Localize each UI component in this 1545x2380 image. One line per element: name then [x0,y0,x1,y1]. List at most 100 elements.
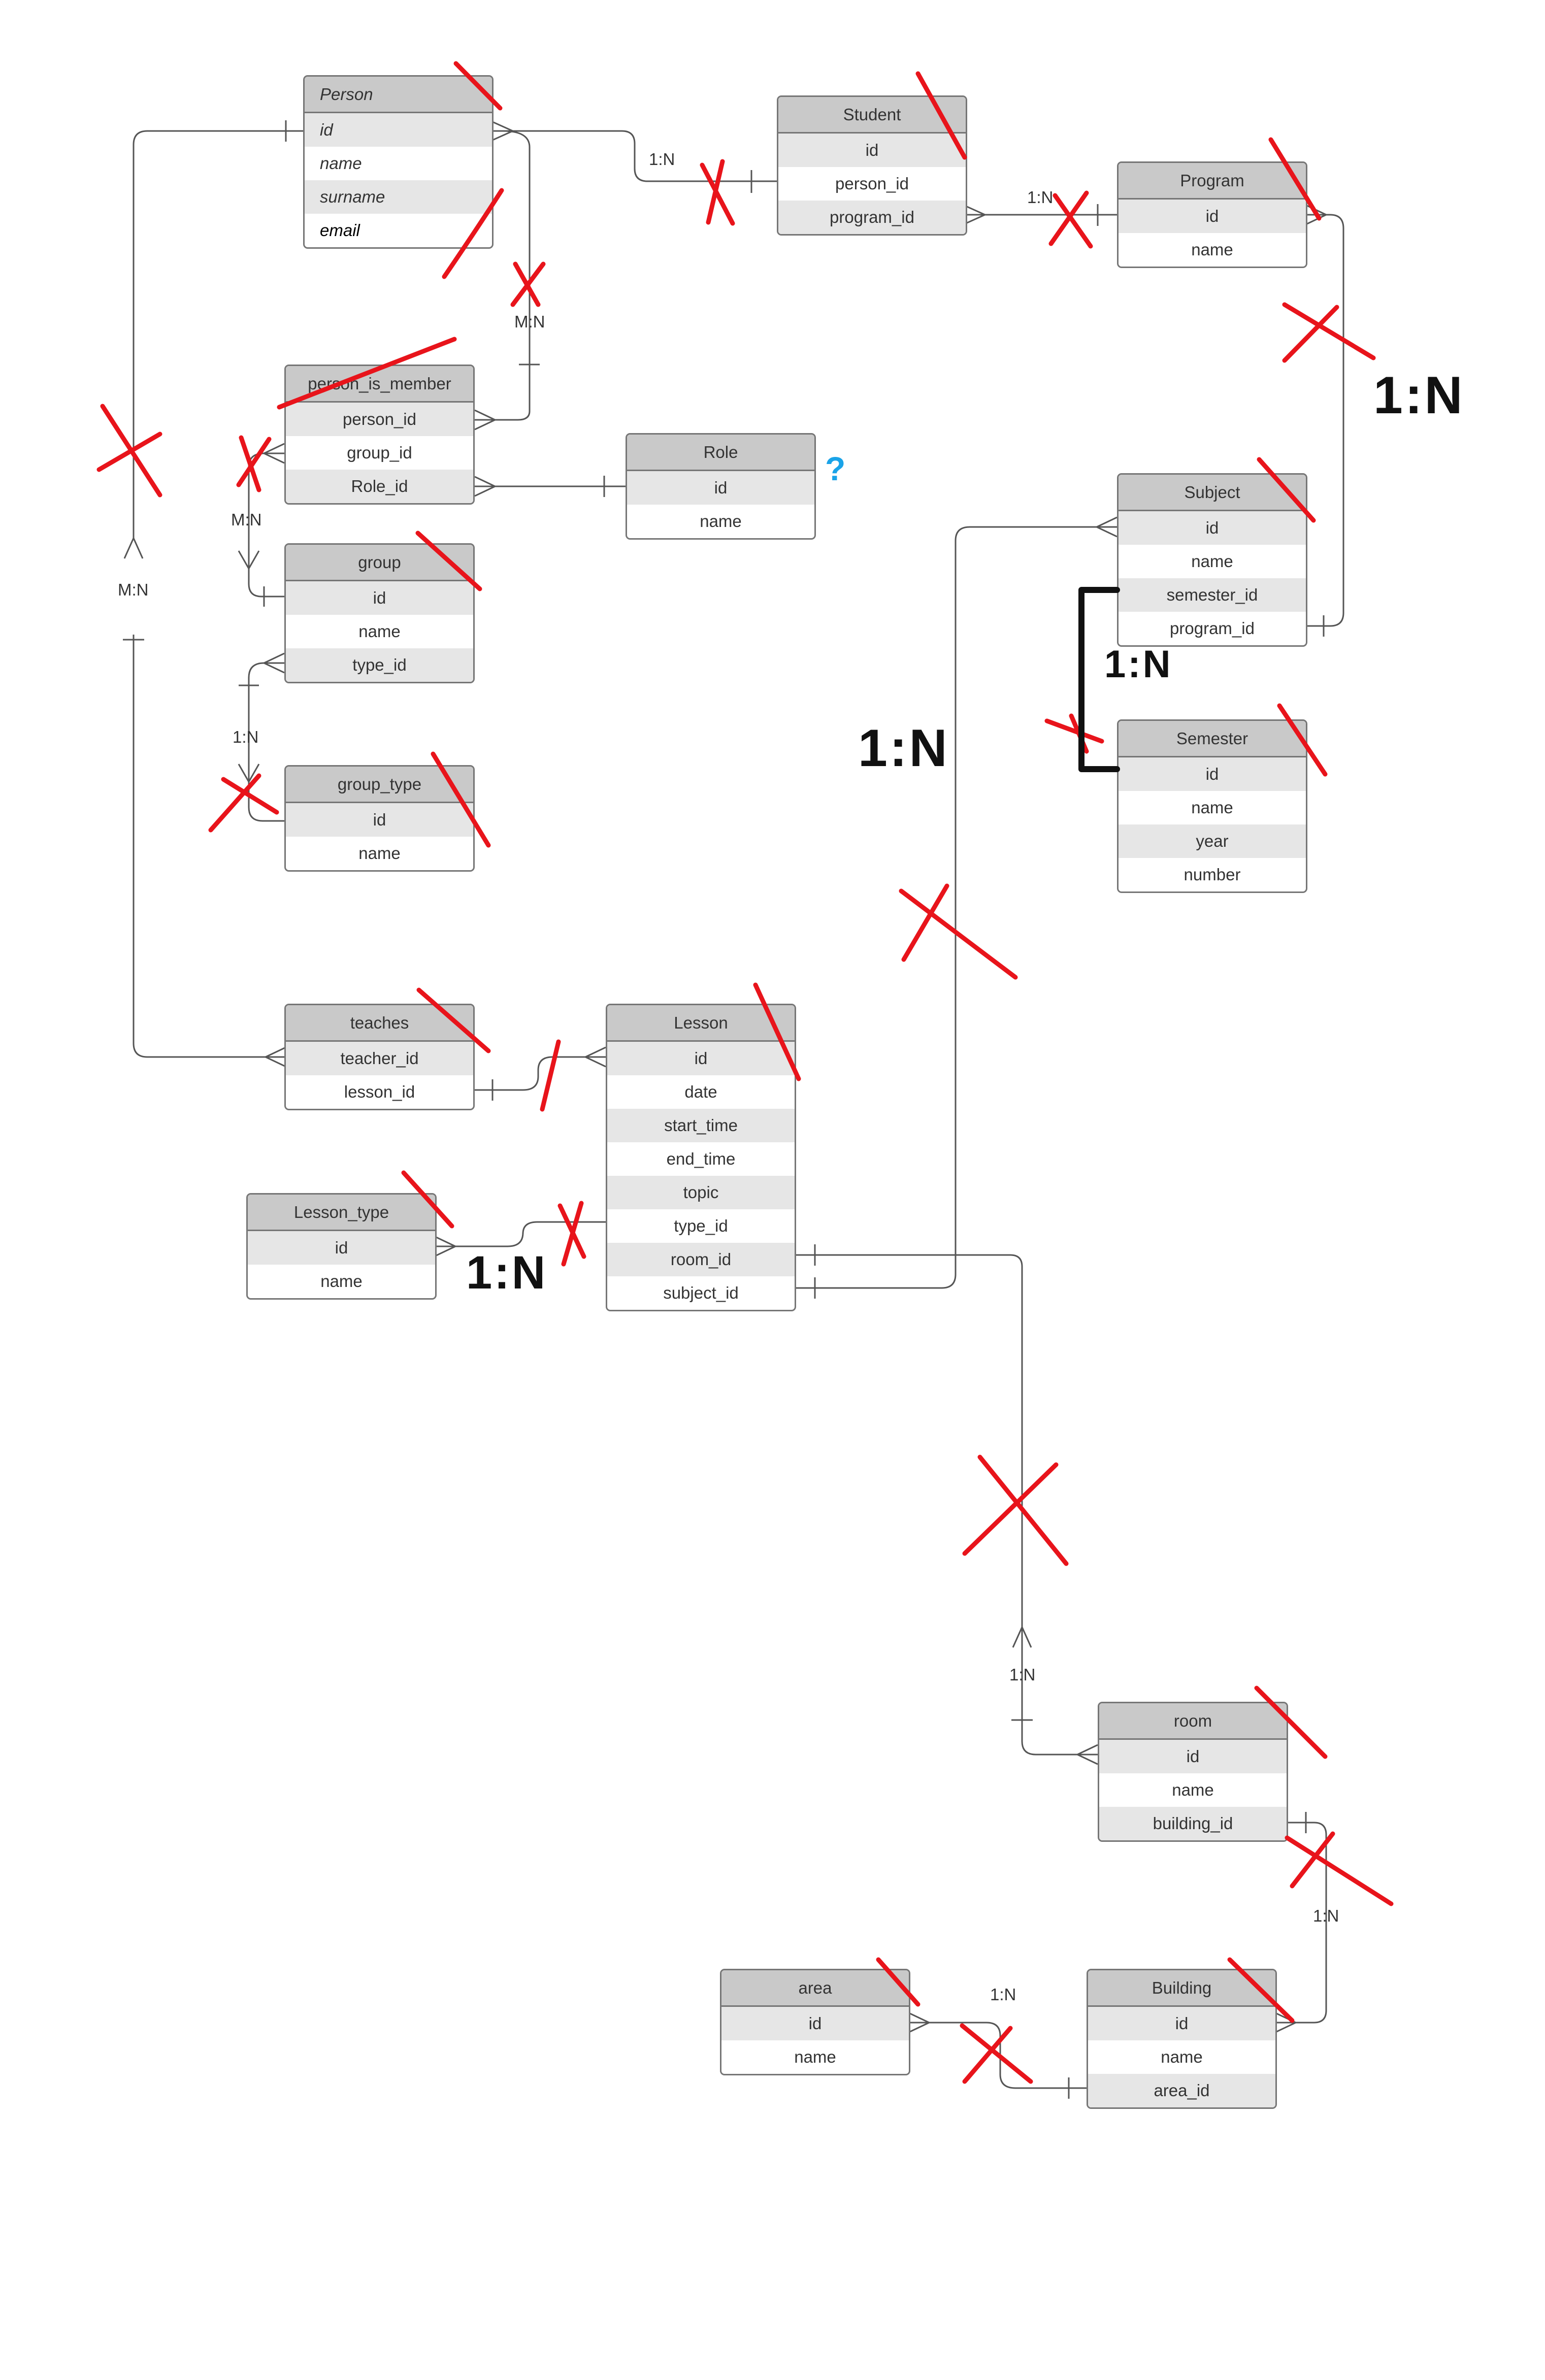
hand-label-subject-semester: 1:N [1104,643,1173,686]
field-row: name [1191,240,1233,259]
rel-label-member-group: M:N [231,510,262,529]
field-row: id [1119,757,1306,791]
rel-label-person-teaches: M:N [118,580,149,599]
strike-room-header [1254,1685,1328,1759]
entity-lesson-type[interactable]: Lesson_type id name [246,1193,437,1300]
entity-title: Program [1119,163,1306,200]
link-room-building [1275,1822,1327,2024]
entity-room[interactable]: room id name building_id [1098,1702,1288,1842]
field-row: id [721,2007,909,2040]
field-row: number [1184,865,1241,884]
hand-label-program-subject: 1:N [1373,366,1465,425]
entity-building[interactable]: Building id name area_id [1087,1969,1277,2109]
strike-area-header [876,1957,921,2007]
field-row: type_id [286,648,473,682]
field-row: name [1172,1780,1214,1799]
entity-title: room [1099,1703,1287,1740]
field-row: program_id [778,201,966,234]
x-mark [208,773,279,833]
rel-label-person-member: M:N [514,312,545,331]
link-lesson-room [795,1254,1098,1756]
field-row: id [286,803,473,837]
field-row: id [1088,2007,1275,2040]
entity-teaches[interactable]: teaches teacher_id lesson_id [284,1004,475,1110]
field-row: id [286,581,473,615]
link-person-teaches [133,130,303,538]
field-row: subject_id [663,1283,739,1302]
field-row: group_id [347,443,412,462]
link-lesson-subject [795,526,1117,1289]
x-mark [1282,302,1376,363]
entity-title: teaches [286,1005,473,1042]
hand-label-lesson-type: 1:N [466,1247,548,1299]
field-row: year [1119,824,1306,858]
field-row: date [684,1082,717,1101]
entity-title: Role [627,435,814,471]
field-row: id [607,1042,795,1075]
link-group-grouptype [248,662,284,822]
field-row: name [320,154,362,173]
entity-person[interactable]: Person id name surname email [303,75,494,249]
x-mark [960,2023,1033,2084]
rel-label-building-area: 1:N [990,1985,1016,2004]
field-row: name [700,512,742,531]
entity-title: Semester [1119,721,1306,757]
strike-program-header [1268,137,1322,221]
entity-area[interactable]: area id name [720,1969,910,2075]
field-row: id [1119,200,1306,233]
field-row: name [794,2047,836,2066]
field-row: name [358,622,401,641]
field-row: person_id [835,174,909,193]
rel-label-room-lesson: 1:N [1009,1665,1036,1684]
field-row: end_time [666,1149,736,1168]
field-row: name [320,1272,363,1291]
field-row: type_id [674,1216,728,1235]
field-row: surname [305,180,492,214]
field-row: id [778,134,966,167]
field-row: semester_id [1119,578,1306,612]
field-row: name [1191,552,1233,571]
x-mark [899,883,1018,980]
strike-lessontype-header [401,1170,454,1229]
field-row: person_id [286,403,473,436]
entity-title: Person [305,77,492,113]
entity-person-is-member[interactable]: person_is_member person_id group_id Role… [284,365,475,505]
entity-lesson[interactable]: Lesson id date start_time end_time topic… [606,1004,796,1311]
link-teaches-spine [133,635,286,1058]
link-program-subject [1306,214,1344,627]
entity-semester[interactable]: Semester id name year number [1117,719,1307,893]
entity-program[interactable]: Program id name [1117,161,1307,268]
x-mark [557,1201,586,1267]
strike-teaches-header [416,987,491,1053]
field-row: program_id [1170,619,1255,638]
field-row: id [248,1231,435,1265]
entity-group[interactable]: group id name type_id [284,543,475,683]
x-mark [1048,190,1093,249]
entity-title: person_is_member [286,366,473,403]
entity-title: Lesson [607,1005,795,1042]
entity-student[interactable]: Student id person_id program_id [777,95,967,236]
field-row: lesson_id [344,1082,415,1101]
strike-lesson-header [753,982,801,1081]
link-person-student [492,130,777,182]
strike-semester-header [1277,703,1328,777]
x-mark [540,1039,561,1112]
strike-building-header [1227,1957,1295,2023]
field-row: id [305,113,492,147]
x-mark [1285,1831,1394,1906]
entity-role[interactable]: Role id name [626,433,816,540]
field-row: building_id [1099,1807,1287,1840]
rel-label-room-building: 1:N [1313,1906,1339,1925]
entity-subject[interactable]: Subject id name semester_id program_id [1117,473,1307,647]
entity-title: group [286,545,473,581]
strike-subject-header [1257,457,1316,523]
field-row: Role_id [286,470,473,503]
field-row: teacher_id [286,1042,473,1075]
bracket-subject-semester [1078,587,1120,772]
x-mark [236,435,272,492]
x-mark [962,1455,1069,1566]
x-mark [96,404,162,498]
question-mark-role: ? [825,450,846,487]
field-row: topic [607,1176,795,1209]
